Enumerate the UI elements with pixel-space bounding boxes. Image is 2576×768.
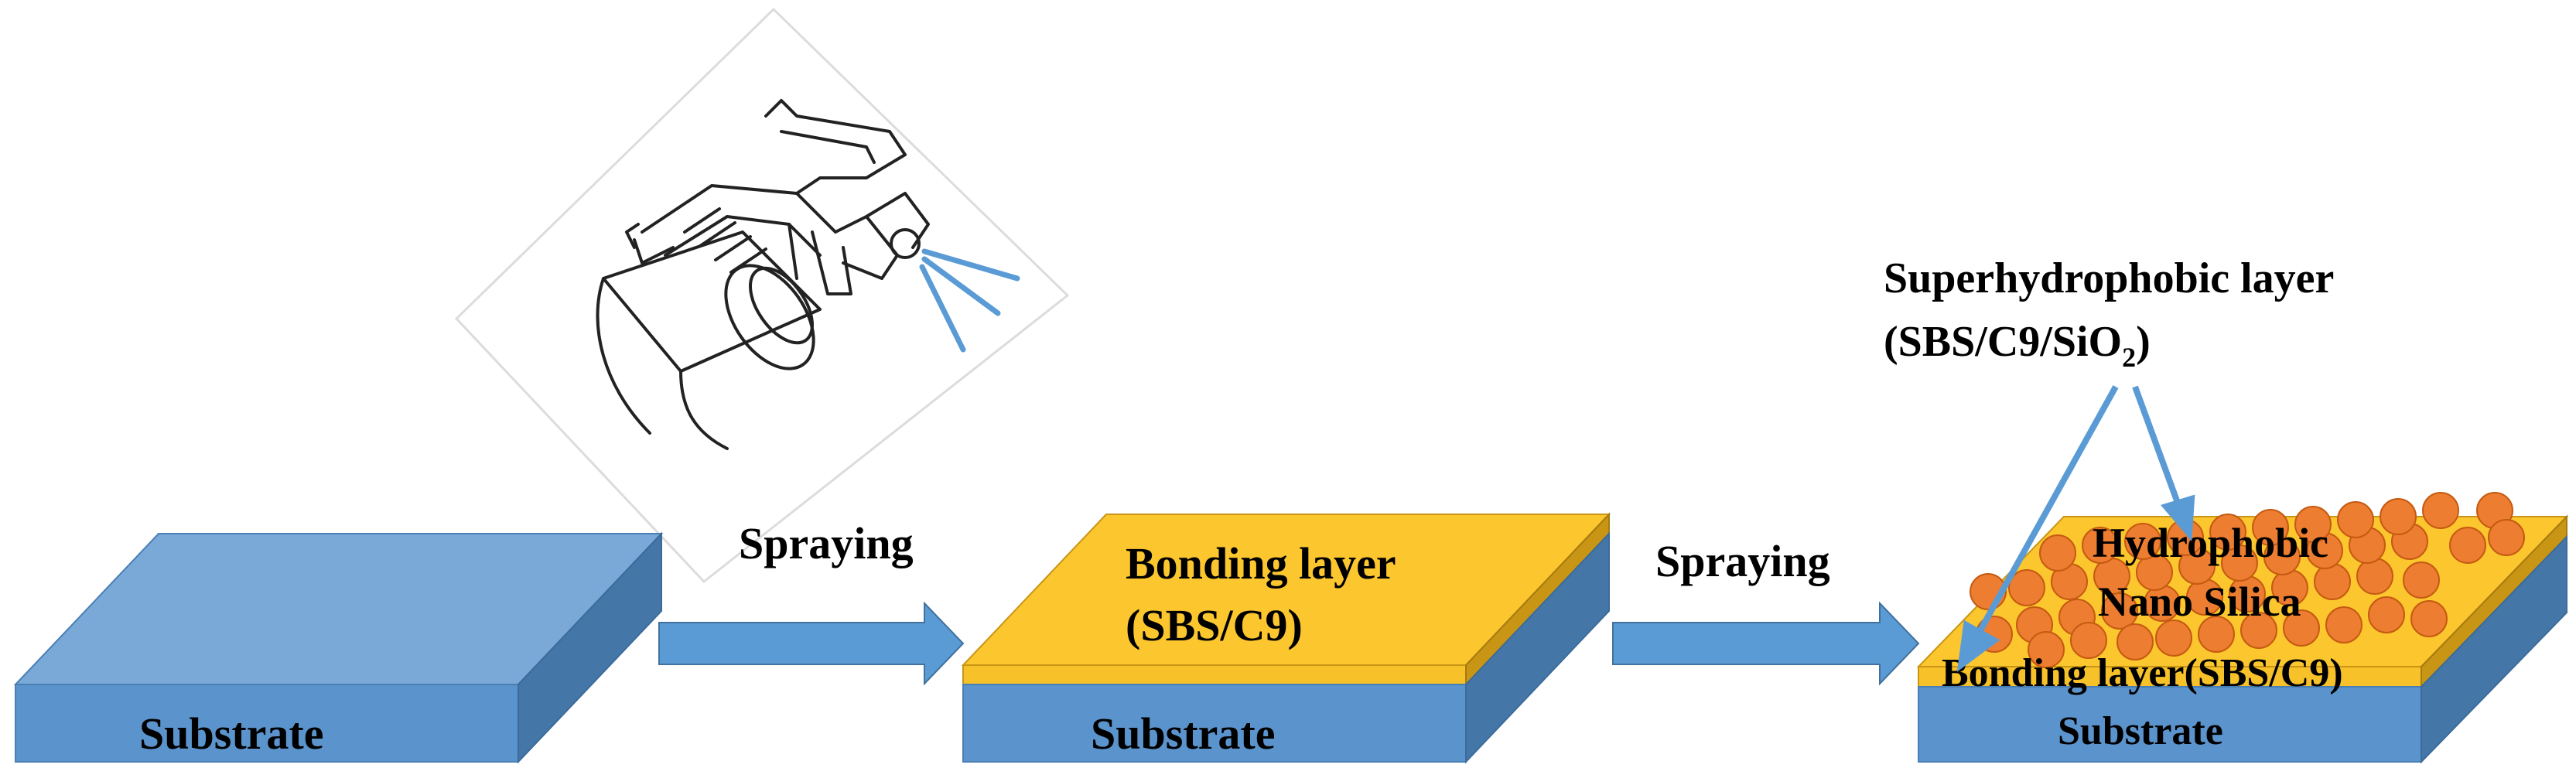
nano-silica-particle [2008,569,2045,606]
arrow-1-label: Spraying [739,518,914,568]
nano-silica-particle [2240,612,2277,649]
bonding-front-face [962,664,1467,685]
nano-silica-particle [2155,620,2192,657]
callout-pointer-left-head [1956,620,2000,672]
nano-silica-particle [2422,492,2459,529]
callout-pointer-left [1977,385,2119,632]
substrate-label: Substrate [2058,709,2223,753]
spraying-arrow-1: Spraying [658,518,965,686]
nano-silica-particle [2101,592,2138,630]
nano-silica-particle [2252,509,2289,546]
step-1-substrate-block: Substrate [13,531,664,764]
superhydrophobic-formula: (SBS/C9/SiO2) [1884,318,2151,373]
nano-silica-particle [2070,622,2107,659]
superhydrophobic-layer-label: Superhydrophobic layer [1884,254,2334,302]
arrow-2-shape [1612,601,1920,686]
nano-silica-particle [2380,498,2417,535]
nano-silica-particle [2283,609,2320,647]
hydrophobic-silica-label: Hydrophobic [2093,520,2328,566]
substrate-label: Substrate [139,708,323,759]
arrow-1-shape [658,601,965,686]
substrate-side-face [2421,534,2567,764]
spraying-arrow-2: Spraying [1612,536,1920,686]
nano-silica-particle [2314,563,2351,600]
callout-pointer-right [2132,385,2181,504]
nano-silica-particle [2116,623,2154,660]
step-3-coated-block: Hydrophobic Nano Silica Bonding layer(SB… [1916,492,2569,764]
nano-silica-particle [2410,600,2448,637]
nano-silica-particle [2209,514,2246,551]
nano-silica-label: Nano Silica [2098,579,2301,625]
spray-gun-icon [454,7,1070,584]
nano-silica-particle [2488,519,2525,556]
step-2-bonded-block: Bonding layer (SBS/C9) Substrate [961,512,1611,764]
nano-silica-particle [2124,523,2161,560]
substrate-label: Substrate [1091,708,1275,759]
bonding-layer-label: Bonding layer(SBS/C9) [1942,651,2343,695]
nano-silica-particle [2198,616,2235,653]
bonding-layer-label: Bonding layer [1126,538,1396,589]
nano-silica-particle [2337,501,2374,538]
nano-silica-particle [2368,596,2405,633]
arrow-2-label: Spraying [1655,536,1830,586]
nano-silica-particle [2325,606,2362,643]
superhydrophobic-callout: Superhydrophobic layer (SBS/C9/SiO2) [1884,254,2334,672]
substrate-side-face [518,531,662,764]
substrate-side-face [1465,531,1610,764]
nano-silica-particle [2356,558,2393,595]
nano-silica-particle [2449,527,2486,564]
nano-silica-particles [1970,492,2525,668]
nano-silica-particle [2028,631,2065,668]
nano-silica-particle [2039,534,2076,572]
bonding-layer-formula: (SBS/C9) [1126,600,1303,650]
nano-silica-particle [2082,527,2119,564]
nano-silica-particle [2294,506,2332,543]
nano-silica-particle [2403,561,2440,599]
callout-pointer-right-head [2160,494,2195,542]
